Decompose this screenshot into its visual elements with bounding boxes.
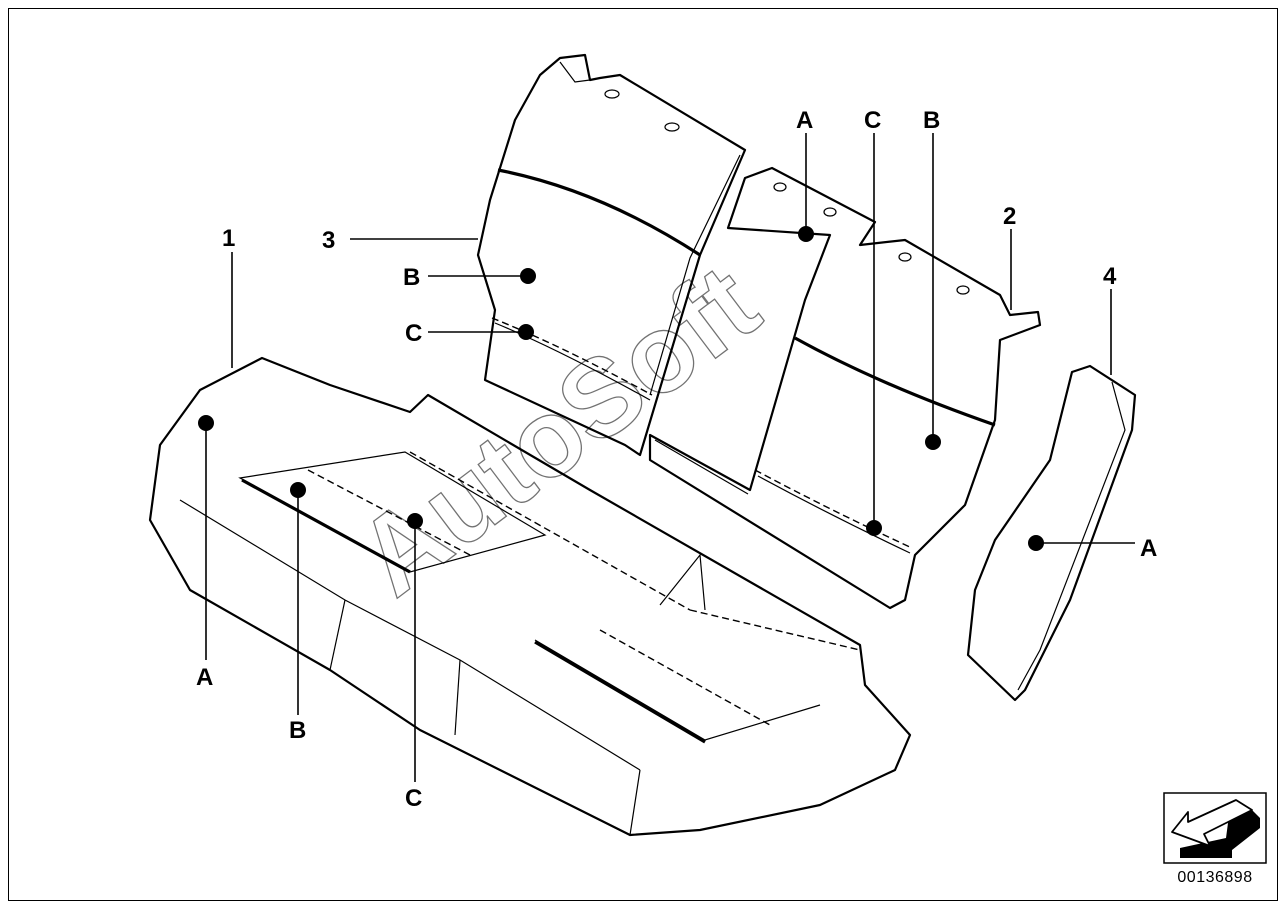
seat-cushion-cover (148, 356, 912, 837)
callout-b-seat: B (289, 717, 306, 744)
callout-b-backrest-left: B (403, 264, 420, 291)
marker-dots (198, 226, 1044, 551)
callout-c-backrest-left: C (405, 320, 422, 347)
callout-4: 4 (1103, 263, 1117, 290)
backrest-cover-left (476, 53, 747, 457)
part-number: 00136898 (1177, 869, 1253, 886)
orientation-box (1163, 792, 1267, 864)
side-bolster-cover (966, 364, 1137, 702)
callout-labels: 1 3 B C A B C A C B 2 4 A (196, 107, 1157, 812)
diagram-frame (8, 8, 1278, 901)
callout-3: 3 (322, 227, 335, 254)
callout-a-bolster: A (1140, 535, 1157, 562)
callout-1: 1 (222, 225, 235, 252)
leader-lines (205, 133, 1135, 782)
callout-b-backrest-right: B (923, 107, 940, 134)
callout-c-backrest-right: C (864, 107, 881, 134)
callout-2: 2 (1003, 203, 1016, 230)
callout-a-backrest-right: A (796, 107, 813, 134)
callout-a-seat: A (196, 664, 213, 691)
direction-arrow-icon (1171, 799, 1260, 858)
backrest-cover-right (648, 166, 1042, 610)
callout-c-seat: C (405, 785, 422, 812)
